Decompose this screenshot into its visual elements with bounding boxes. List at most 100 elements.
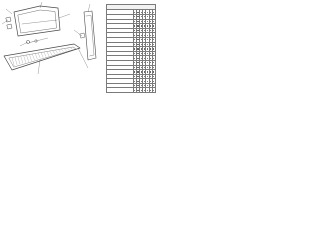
applicability-mark [150, 39, 152, 41]
applicability-mark [150, 48, 152, 50]
applicability-mark [134, 62, 136, 64]
applicability-mark [150, 89, 152, 91]
applicability-mark [134, 25, 136, 27]
applicability-mark [143, 62, 145, 64]
hatch-line [11, 57, 15, 67]
applicability-mark [134, 66, 136, 68]
applicability-mark [146, 75, 149, 78]
applicability-mark [140, 43, 142, 45]
applicability-mark [140, 29, 142, 32]
applicability-mark [143, 48, 145, 50]
parts-list-table [106, 3, 157, 94]
applicability-mark [143, 43, 145, 45]
applicability-mark [140, 48, 142, 50]
applicability-mark [153, 52, 155, 55]
applicability-mark [143, 52, 145, 55]
hatch-line [64, 48, 67, 51]
hatch-line [17, 56, 21, 65]
applicability-mark [150, 71, 152, 73]
lower-garnish [3, 43, 81, 71]
applicability-mark [134, 39, 136, 41]
applicability-mark [146, 11, 149, 13]
applicability-mark [143, 80, 145, 82]
applicability-mark [150, 80, 152, 82]
applicability-cell [151, 87, 157, 94]
applicability-mark [146, 57, 149, 59]
applicability-mark [150, 16, 152, 18]
hatch-line [20, 55, 24, 64]
hatch-line [40, 52, 44, 58]
applicability-mark [140, 57, 142, 59]
applicability-mark [134, 29, 136, 32]
applicability-mark [150, 85, 152, 87]
applicability-mark [150, 25, 152, 27]
applicability-mark [150, 43, 152, 45]
applicability-mark [150, 52, 152, 55]
applicability-mark [143, 34, 145, 36]
applicability-mark [150, 57, 152, 59]
applicability-mark [137, 48, 139, 50]
applicability-mark [143, 89, 145, 91]
applicability-mark [137, 20, 139, 22]
applicability-mark [153, 20, 155, 22]
applicability-mark [137, 43, 139, 45]
applicability-mark [137, 34, 139, 36]
applicability-mark [153, 85, 155, 87]
applicability-mark [140, 85, 142, 87]
applicability-mark [146, 20, 149, 22]
applicability-mark [153, 80, 155, 82]
applicability-mark [153, 29, 155, 32]
applicability-mark [134, 52, 136, 55]
applicability-mark [140, 66, 142, 68]
applicability-mark [137, 39, 139, 41]
callout-leader-lines [1, 1, 91, 75]
applicability-mark [134, 71, 136, 73]
applicability-mark [134, 48, 136, 50]
applicability-mark [153, 43, 155, 45]
applicability-mark [150, 29, 152, 32]
applicability-mark [134, 43, 136, 45]
applicability-mark [143, 20, 145, 22]
applicability-mark [143, 85, 145, 87]
applicability-mark [137, 52, 139, 55]
applicability-mark [143, 57, 145, 59]
applicability-mark [146, 66, 149, 68]
part-number-cell [106, 87, 134, 94]
hatch-line [52, 50, 55, 55]
applicability-mark [146, 52, 149, 55]
hatch-line [61, 48, 64, 52]
applicability-mark [146, 80, 149, 82]
applicability-mark [137, 75, 139, 78]
hatch-line [26, 54, 29, 62]
parts-table-row [106, 50, 157, 57]
hatch-line [43, 51, 47, 57]
left-brackets [5, 16, 13, 30]
applicability-mark [137, 11, 139, 13]
garnish-hatching [11, 46, 76, 67]
applicability-mark [153, 71, 155, 73]
applicability-mark [153, 39, 155, 41]
applicability-mark [153, 11, 155, 13]
applicability-mark [150, 75, 152, 78]
applicability-mark [153, 66, 155, 68]
applicability-mark [153, 75, 155, 78]
applicability-mark [137, 71, 139, 73]
applicability-mark [134, 16, 136, 18]
applicability-mark [153, 34, 155, 36]
hatch-line [55, 49, 58, 54]
applicability-mark [140, 34, 142, 36]
exploded-view-illustration [1, 1, 97, 75]
applicability-mark [146, 89, 149, 91]
applicability-mark [140, 16, 142, 18]
applicability-mark [137, 16, 139, 18]
applicability-mark [140, 62, 142, 64]
applicability-mark [134, 34, 136, 36]
hatch-line [37, 52, 41, 59]
applicability-mark [143, 25, 145, 27]
applicability-mark [146, 48, 149, 50]
applicability-mark [150, 62, 152, 64]
applicability-mark [134, 75, 136, 78]
applicability-mark [146, 71, 149, 73]
applicability-mark [143, 71, 145, 73]
applicability-mark [134, 20, 136, 22]
